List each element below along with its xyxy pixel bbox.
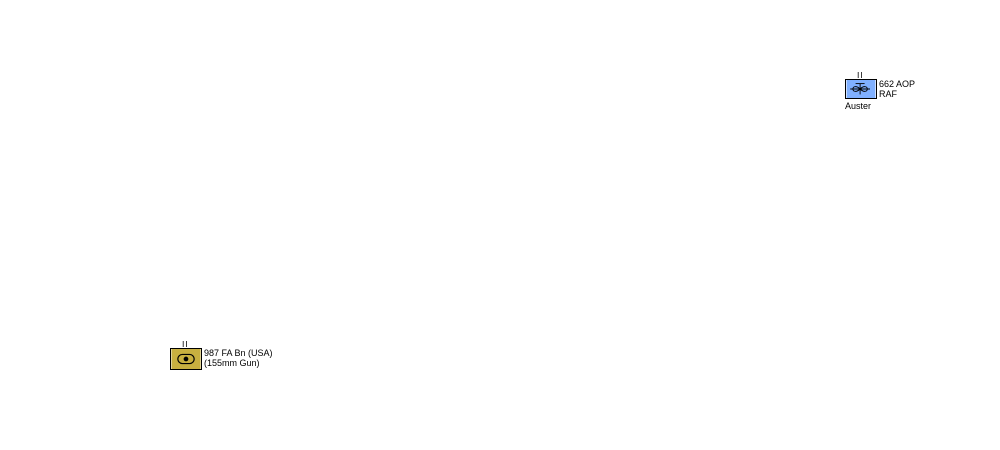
- unit-label: 987 FA Bn (USA) (155mm Gun): [204, 348, 273, 368]
- unit-sub-label: Auster: [845, 101, 872, 111]
- artillery-gun-icon: [171, 349, 201, 369]
- unit-label-line-1: 987 FA Bn (USA): [204, 348, 273, 358]
- aircraft-rotor-icon: [846, 80, 876, 98]
- unit-label: 662 AOP RAF: [879, 79, 915, 99]
- unit-label-line-2: (155mm Gun): [204, 358, 260, 368]
- unit-symbol-box[interactable]: [845, 79, 877, 99]
- unit-marker-662-aop[interactable]: II 662 AOP RAF Auster: [844, 72, 924, 114]
- echelon-indicator: II: [182, 340, 189, 349]
- unit-symbol-box[interactable]: [170, 348, 202, 370]
- unit-label-line-1: 662 AOP: [879, 79, 916, 89]
- unit-marker-987-fa-bn[interactable]: II 987 FA Bn (USA) (155mm Gun): [169, 341, 279, 373]
- unit-label-line-2: RAF: [879, 89, 897, 99]
- echelon-indicator: II: [857, 71, 864, 80]
